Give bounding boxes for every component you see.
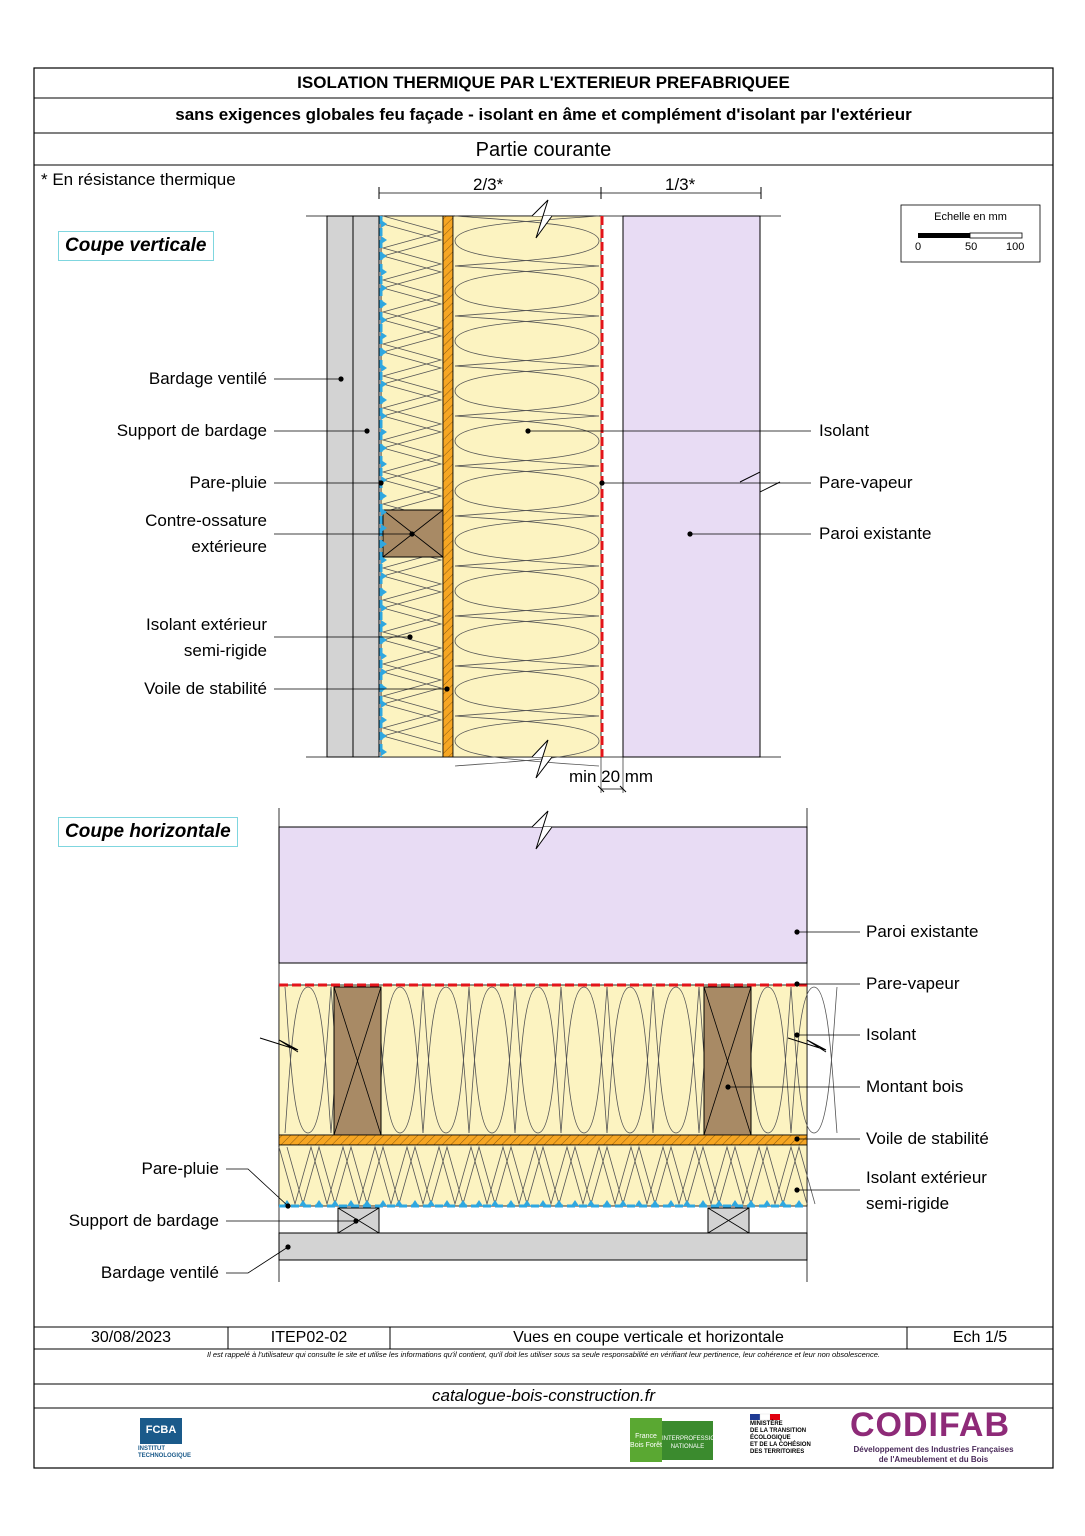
min-gap-label: min 20 mm [569, 767, 654, 786]
ministere-text-2: DE LA TRANSITION [750, 1428, 807, 1434]
h-label-support: Support de bardage [68, 1211, 219, 1230]
h-label-montant: Montant bois [866, 1077, 964, 1096]
v-label-pare-pluie: Pare-pluie [189, 473, 268, 492]
h-bardage [278, 1232, 808, 1261]
logo-graphics [140, 1413, 780, 1462]
scale-bar-white [969, 232, 1023, 239]
ministere-text-4: ET DE LA COHÉSION [750, 1442, 811, 1448]
interpro-text-2: NATIONALE [670, 1444, 705, 1450]
v-label-bardage: Bardage ventilé [148, 369, 267, 388]
h-label-pare-pluie: Pare-pluie [141, 1159, 220, 1178]
h-label-paroi: Paroi existante [866, 922, 979, 941]
sheet-frame [33, 67, 1054, 1469]
footer-desc: Vues en coupe verticale et horizontale [513, 1329, 784, 1346]
ministere-text-3: ÉCOLOGIQUE [750, 1435, 791, 1441]
v-rain-screen-marks [381, 220, 387, 756]
fcba-logo-text: FCBA [145, 1424, 177, 1436]
v-isolant [452, 215, 602, 758]
interpro-logo [662, 1421, 713, 1460]
v-ext-insulation-pattern [381, 215, 443, 753]
france-bois-logo [630, 1418, 662, 1462]
vertical-section [274, 187, 811, 793]
fcba-sub-1: INSTITUT [138, 1446, 165, 1452]
sheet-subtitle: sans exigences globales feu façade - iso… [175, 105, 912, 124]
v-label-isolant-ext-2: semi-rigide [183, 641, 267, 660]
scale-tick-50: 50 [965, 241, 978, 253]
fcba-sub-2: TECHNOLOGIQUE [138, 1453, 192, 1459]
footer-scale: Ech 1/5 [952, 1329, 1008, 1346]
h-label-voile: Voile de stabilité [866, 1129, 989, 1148]
codifab-logo-text: CODIFAB [850, 1406, 1010, 1444]
v-main-insulation-pattern [454, 215, 600, 767]
h-voile [278, 1134, 808, 1146]
v-label-support: Support de bardage [116, 421, 267, 440]
sheet-title: ISOLATION THERMIQUE PAR L'EXTERIEUR PREF… [297, 73, 790, 92]
v-support [352, 215, 380, 758]
interpro-text-1: INTERPROFESSION [662, 1436, 720, 1442]
horizontal-section [226, 808, 860, 1282]
h-label-isolant-ext-1: Isolant extérieur [866, 1168, 987, 1187]
horizontal-section-title: Coupe horizontale [58, 817, 238, 847]
v-label-contre-ossature-1: Contre-ossature [145, 511, 267, 530]
h-label-isolant-ext-2: semi-rigide [866, 1194, 950, 1213]
footer-date: 30/08/2023 [90, 1329, 172, 1346]
v-paroi [622, 215, 761, 758]
v-bardage [326, 215, 354, 758]
footnote: * En résistance thermique [41, 170, 236, 189]
france-bois-text: France Bois Forêt [630, 1433, 662, 1449]
v-isolant-ext [380, 215, 444, 758]
v-label-voile: Voile de stabilité [144, 679, 267, 698]
ministere-text-5: DES TERRITOIRES [750, 1449, 805, 1455]
h-montant-bois [333, 986, 752, 1136]
h-paroi [278, 826, 808, 964]
v-voile [442, 215, 454, 758]
v-label-pare-vapeur: Pare-vapeur [819, 473, 913, 492]
footer-disclaimer: Il est rappelé à l'utilisateur qui consu… [206, 1350, 880, 1359]
h-support-battens [337, 1207, 750, 1234]
fcba-logo [140, 1418, 182, 1444]
v-label-isolant: Isolant [819, 421, 870, 440]
ministere-flag [750, 1414, 760, 1420]
footer-site-link[interactable]: catalogue-bois-construction.fr [431, 1386, 655, 1405]
codifab-sub-2: de l'Ameublement et du Bois [878, 1455, 989, 1464]
dim-one-third: 1/3* [665, 175, 696, 194]
v-label-paroi: Paroi existante [819, 524, 932, 543]
ministere-text-1: MINISTÈRE [750, 1421, 783, 1427]
v-label-isolant-ext-1: Isolant extérieur [146, 615, 267, 634]
scale-title: Echelle en mm [934, 211, 1007, 223]
scale-tick-100: 100 [1006, 241, 1025, 253]
h-label-isolant: Isolant [866, 1025, 917, 1044]
h-label-bardage: Bardage ventilé [100, 1263, 219, 1282]
scale-tick-0: 0 [915, 241, 922, 253]
scale-bar-black [918, 233, 970, 238]
v-label-contre-ossature-2: extérieure [191, 537, 267, 556]
h-ext-insulation-pattern [278, 1145, 816, 1206]
h-label-pare-vapeur: Pare-vapeur [866, 974, 960, 993]
dim-two-thirds: 2/3* [473, 175, 504, 194]
vertical-section-title: Coupe verticale [58, 231, 214, 261]
sheet-part: Partie courante [475, 138, 612, 161]
h-rain-screen-marks [283, 1200, 803, 1206]
codifab-sub-1: Développement des Industries Françaises [853, 1445, 1014, 1454]
footer-ref: ITEP02-02 [270, 1329, 348, 1346]
